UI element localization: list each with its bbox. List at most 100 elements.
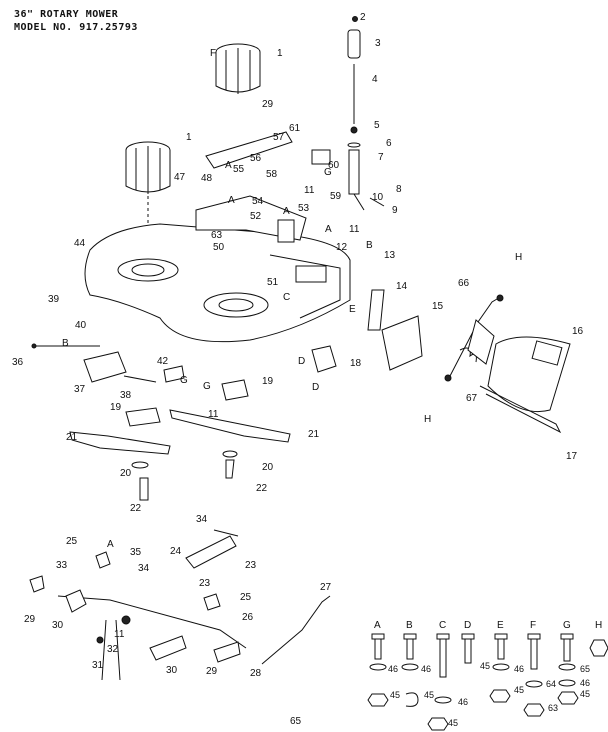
bolt-a xyxy=(371,633,385,660)
callout-label: 34 xyxy=(138,563,150,574)
callout-label: 8 xyxy=(396,184,402,195)
hardware-part-label: 45 xyxy=(480,661,490,671)
callout-label: 67 xyxy=(466,393,478,404)
callout-label: 29 xyxy=(24,614,36,625)
callout-label: 29 xyxy=(262,99,274,110)
callout-label: 47 xyxy=(174,172,186,183)
hardware-column-letter: D xyxy=(464,620,471,631)
hardware-part-label: 63 xyxy=(548,703,558,713)
callout-label: 34 xyxy=(196,514,208,525)
callout-label: H xyxy=(515,252,522,263)
callout-label: 20 xyxy=(120,468,132,479)
callout-label: 2 xyxy=(360,12,366,23)
callout-label: 39 xyxy=(48,294,60,305)
hardware-part-label: 46 xyxy=(514,664,524,674)
callout-label: 15 xyxy=(432,301,444,312)
callout-label: 14 xyxy=(396,281,408,292)
callout-label: 23 xyxy=(245,560,257,571)
callout-label: A xyxy=(228,195,235,206)
callout-label: 20 xyxy=(262,462,274,473)
callout-label: 44 xyxy=(74,238,86,249)
callout-label: 30 xyxy=(52,620,64,631)
callout-label: 22 xyxy=(256,483,268,494)
bolt-e xyxy=(494,633,508,660)
callout-label: 36 xyxy=(12,357,24,368)
callout-label: 32 xyxy=(107,644,119,655)
callout-label: 29 xyxy=(206,666,218,677)
callout-label: 23 xyxy=(199,578,211,589)
callout-label: 42 xyxy=(157,356,169,367)
callout-label: 21 xyxy=(66,432,78,443)
callout-label: B xyxy=(366,240,373,251)
hardware-legend xyxy=(367,633,608,731)
callout-label: 38 xyxy=(120,390,132,401)
callout-label: 31 xyxy=(92,660,104,671)
callout-label: B xyxy=(62,338,69,349)
callout-label: 35 xyxy=(130,547,142,558)
callout-label: 11 xyxy=(114,629,125,640)
page-number: 65 xyxy=(290,716,302,727)
callout-label: 24 xyxy=(170,546,182,557)
callout-label: 53 xyxy=(298,203,310,214)
callout-label: 27 xyxy=(320,582,332,593)
lift-linkage xyxy=(29,529,331,681)
callout-label: 16 xyxy=(572,326,584,337)
mower-deck xyxy=(84,131,351,343)
callout-labels: 2345678910111111111213141516171819192020… xyxy=(12,12,584,679)
callout-label: A xyxy=(283,206,290,217)
hardware-part-label: 65 xyxy=(580,664,590,674)
hardware-part-label: 45 xyxy=(448,718,458,728)
hardware-part-label: 64 xyxy=(546,679,556,689)
hardware-column-letter: A xyxy=(374,620,381,631)
callout-label: C xyxy=(283,292,290,303)
callout-label: 26 xyxy=(242,612,254,623)
callout-label: 33 xyxy=(56,560,68,571)
callout-label: 11 xyxy=(208,409,219,420)
hardware-part-label: 46 xyxy=(421,664,431,674)
callout-label: 12 xyxy=(336,242,348,253)
callout-label: H xyxy=(424,414,431,425)
bolt-c xyxy=(436,633,450,678)
callout-label: 9 xyxy=(392,205,398,216)
hardware-column-letter: F xyxy=(530,620,536,631)
callout-label: 10 xyxy=(372,192,384,203)
callout-label: 58 xyxy=(266,169,278,180)
callout-label: G xyxy=(203,381,211,392)
callout-label: 55 xyxy=(233,164,245,175)
shaft-assembly xyxy=(347,16,385,211)
callout-label: 28 xyxy=(250,668,262,679)
blade-assembly xyxy=(31,343,291,501)
callout-label: E xyxy=(349,304,356,315)
model-number: MODEL NO. 917.25793 xyxy=(14,22,138,33)
callout-label: 57 xyxy=(273,132,285,143)
callout-label: A xyxy=(225,160,232,171)
callout-label: 18 xyxy=(350,358,362,369)
callout-label: A xyxy=(325,224,332,235)
diagram-title: 36" ROTARY MOWER xyxy=(14,9,119,20)
hardware-part-label: 46 xyxy=(580,678,590,688)
callout-label: 11 xyxy=(304,185,315,196)
callout-label: 40 xyxy=(75,320,87,331)
callout-label: 5 xyxy=(374,120,380,131)
callout-label: 59 xyxy=(330,191,342,202)
callout-label: 61 xyxy=(289,123,301,134)
callout-label: 66 xyxy=(458,278,470,289)
callout-label: 3 xyxy=(375,38,381,49)
hardware-column-letter: E xyxy=(497,620,504,631)
callout-label: 7 xyxy=(378,152,384,163)
callout-label: 13 xyxy=(384,250,396,261)
bolt-b xyxy=(403,633,417,660)
callout-label: 52 xyxy=(250,211,262,222)
callout-label: 25 xyxy=(240,592,252,603)
callout-label: 63 xyxy=(211,230,223,241)
hardware-part-label: 46 xyxy=(458,697,468,707)
hardware-part-label: 45 xyxy=(424,690,434,700)
hardware-part-label: 45 xyxy=(514,685,524,695)
callout-label: 4 xyxy=(372,74,378,85)
callout-label: 60 xyxy=(328,160,340,171)
callout-label: D xyxy=(312,382,319,393)
chute-assembly xyxy=(311,289,571,434)
drawing xyxy=(29,16,608,731)
